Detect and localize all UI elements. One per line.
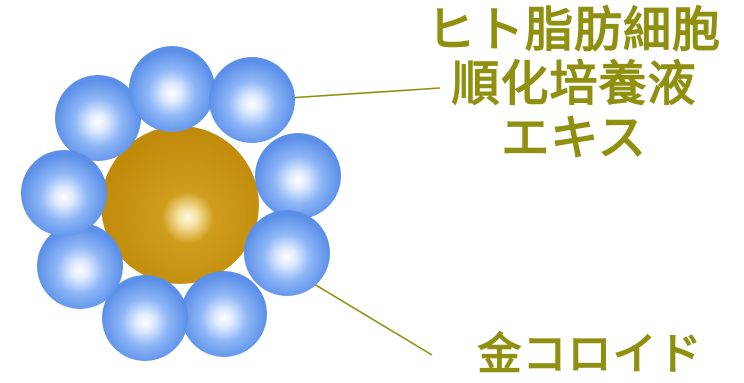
- outer-sphere: [102, 275, 188, 361]
- outer-sphere: [181, 271, 267, 357]
- core-label: 金コロイド: [477, 329, 703, 380]
- outer-sphere: [209, 57, 295, 143]
- outer-label-line2: 順化培養液: [451, 55, 697, 112]
- outer-label-line3: エキス: [501, 109, 647, 166]
- outer-sphere: [244, 210, 330, 296]
- core-sphere: [101, 126, 259, 284]
- outer-sphere-ring: [21, 46, 341, 361]
- outer-layer-label: ヒト脂肪細胞 順化培養液 エキス: [424, 2, 724, 166]
- outer-sphere: [129, 46, 215, 132]
- outer-sphere: [255, 133, 341, 219]
- outer-sphere: [55, 75, 141, 161]
- outer-sphere: [37, 223, 123, 309]
- outer-label-line1: ヒト脂肪細胞: [426, 2, 721, 58]
- outer-sphere: [21, 150, 107, 236]
